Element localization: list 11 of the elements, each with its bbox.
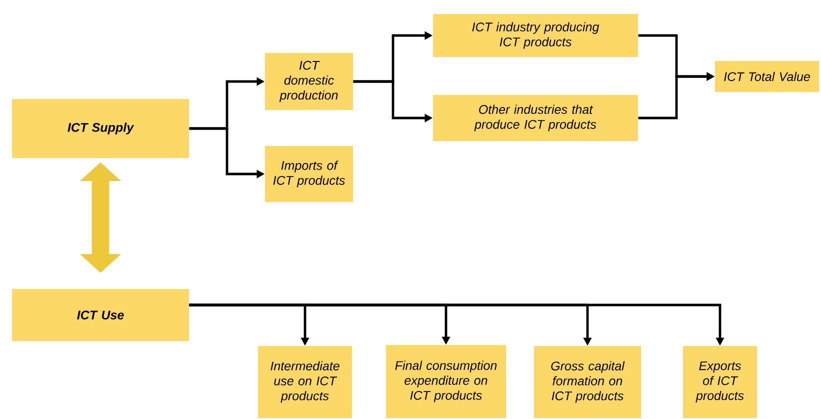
process-box: Exports of ICT products xyxy=(683,346,757,418)
process-box: Other industries that produce ICT products xyxy=(433,95,638,141)
process-box: Imports of ICT products xyxy=(265,146,353,202)
process-box: ICT industry producing ICT products xyxy=(433,14,638,57)
process-box: Final consumption expenditure on ICT products xyxy=(386,345,506,418)
process-box: ICT domestic production xyxy=(265,53,353,110)
process-box: ICT Use xyxy=(12,289,189,341)
process-box: ICT Supply xyxy=(12,99,189,158)
process-box: ICT Total Value xyxy=(715,61,819,92)
process-box: Intermediate use on ICT products xyxy=(258,346,352,418)
process-box: Gross capital formation on ICT products xyxy=(534,346,641,418)
